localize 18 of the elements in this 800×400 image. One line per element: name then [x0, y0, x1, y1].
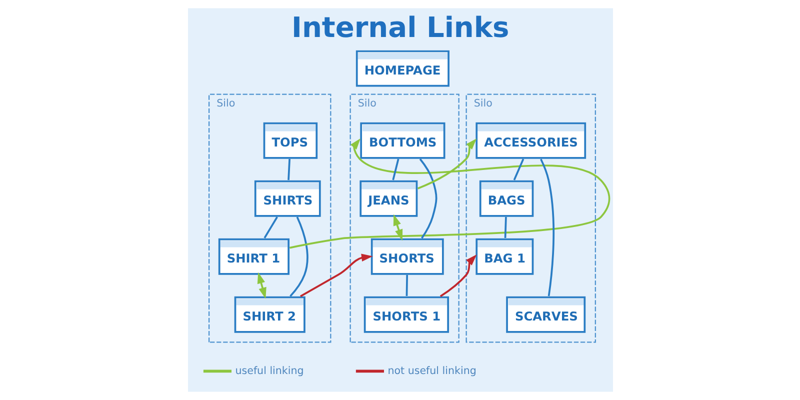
connector — [504, 216, 506, 238]
connector — [540, 158, 554, 296]
arrow — [392, 214, 402, 241]
diagram-title: Internal Links — [291, 11, 509, 44]
legend-label: not useful linking — [387, 364, 476, 377]
arrow — [256, 272, 266, 299]
arrow — [289, 138, 610, 249]
arrow — [416, 138, 476, 190]
connector — [418, 158, 437, 239]
connector — [405, 274, 408, 296]
arrow — [439, 254, 476, 298]
connector — [263, 216, 278, 239]
legend-label: useful linking — [234, 364, 304, 377]
connector — [287, 158, 290, 180]
arrow — [300, 254, 372, 298]
connector — [289, 216, 308, 297]
connector — [392, 158, 399, 180]
connector — [512, 158, 524, 180]
